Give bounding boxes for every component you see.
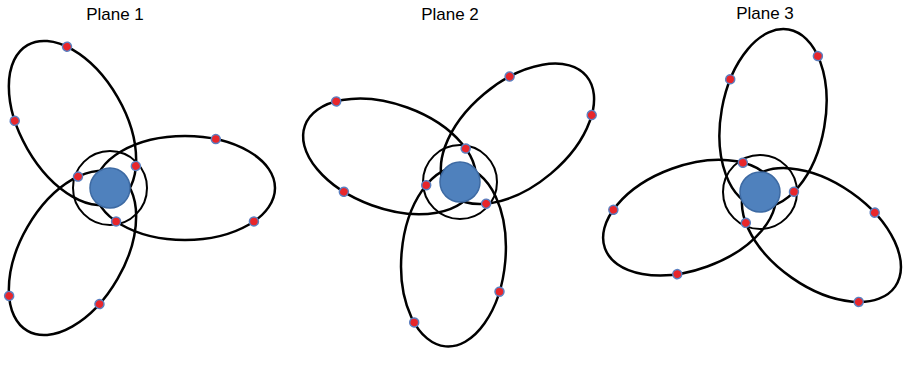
orbit [718,140,915,330]
orbit [0,19,163,228]
plane-label: Plane 2 [421,5,479,25]
orbit [287,77,492,238]
plane-label: Plane 1 [86,5,144,25]
planet [90,168,130,208]
orbit [414,35,620,231]
orbit [0,149,164,358]
orbit [587,138,792,299]
planet [740,172,780,212]
plane-label: Plane 3 [736,4,794,24]
orbit [394,163,515,352]
planet [440,162,480,202]
orbit [705,20,840,216]
